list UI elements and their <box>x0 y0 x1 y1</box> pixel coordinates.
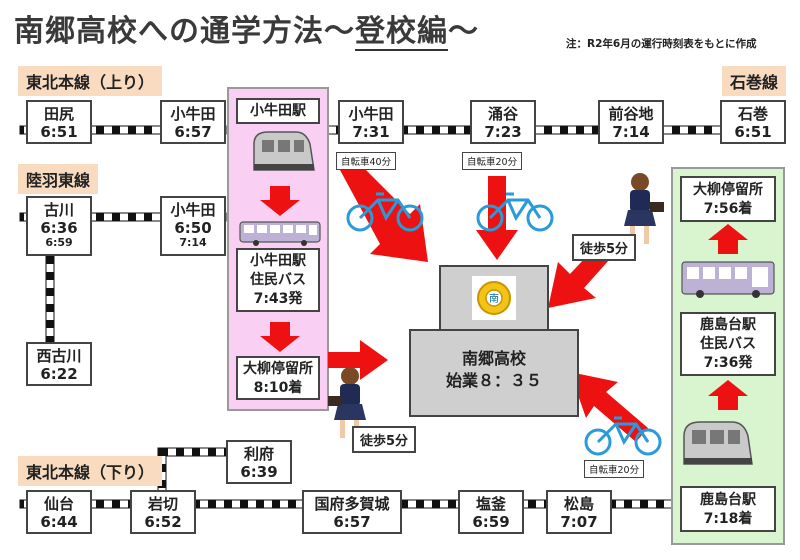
station-time: 6:57 <box>333 513 371 531</box>
station-name: 利府 <box>243 445 274 463</box>
left-panel-station: 小牛田駅 <box>236 98 320 124</box>
station-sendai: 仙台 6:44 <box>26 490 92 534</box>
tag-walk-5-top: 徒歩5分 <box>572 234 637 261</box>
bus-departure-time: 7:36発 <box>703 355 753 371</box>
station-time: 6:22 <box>40 365 78 383</box>
station-time: 7:14 <box>612 123 650 141</box>
title-underlined: 登校編 <box>355 14 448 51</box>
bus-icon <box>681 261 775 298</box>
right-panel-bus: 鹿島台駅 住民バス 7:36発 <box>680 312 776 376</box>
station-name: 西古川 <box>36 347 82 365</box>
station-name: 仙台 <box>43 495 74 513</box>
station-time: 6:51 <box>40 123 78 141</box>
station-time: 7:23 <box>484 123 522 141</box>
station-name: 古川 <box>43 201 74 219</box>
bus-arrival-time: 7:56着 <box>703 201 753 217</box>
left-panel-stop: 大柳停留所 8:10着 <box>236 356 320 400</box>
svg-text:南: 南 <box>489 292 499 305</box>
bus-stop-name: 大柳停留所 <box>243 361 313 377</box>
station-kogota-top: 小牛田 7:31 <box>338 100 404 144</box>
station-time-alt: 6:59 <box>45 236 73 249</box>
title-tail: ～ <box>448 14 479 49</box>
station-kokufu-tagajo: 国府多賀城 6:57 <box>302 490 402 534</box>
left-panel-bus: 小牛田駅 住民バス 7:43発 <box>236 248 320 312</box>
bicycle-icon <box>346 192 424 232</box>
bus-name: 住民バス <box>250 272 306 288</box>
bus-arrival-time: 8:10着 <box>253 380 303 396</box>
station-kogota-up: 小牛田 6:57 <box>160 100 226 144</box>
bus-stop-name: 鹿島台駅 <box>700 317 756 333</box>
station-name: 田尻 <box>43 105 74 123</box>
station-name: 塩釜 <box>475 495 506 513</box>
line-label-tohoku-up: 東北本線（上り） <box>18 66 163 96</box>
train-icon <box>253 131 315 171</box>
station-rifu: 利府 6:39 <box>226 440 292 484</box>
station-shiogama: 塩釜 6:59 <box>458 490 524 534</box>
bus-stop-name: 大柳停留所 <box>693 182 763 198</box>
station-time: 7:07 <box>560 513 598 531</box>
station-name: 小牛田 <box>170 105 216 123</box>
bus-icon <box>239 221 321 246</box>
station-nishifurukawa: 西古川 6:22 <box>26 342 92 386</box>
station-name: 小牛田 <box>348 105 394 123</box>
station-matsushima: 松島 7:07 <box>546 490 612 534</box>
tag-bike-40: 自転車40分 <box>336 152 397 170</box>
station-name: 国府多賀城 <box>314 495 390 513</box>
station-wakuya: 涌谷 7:23 <box>470 100 536 144</box>
station-iwakiri: 岩切 6:52 <box>130 490 196 534</box>
station-time: 6:52 <box>144 513 182 531</box>
school-name: 南郷高校 <box>461 349 526 368</box>
school-building <box>409 329 579 417</box>
station-maeyachi: 前谷地 7:14 <box>598 100 664 144</box>
station-time: 6:50 <box>174 219 212 237</box>
station-tajiri: 田尻 6:51 <box>26 100 92 144</box>
station-name: 小牛田 <box>170 201 216 219</box>
bus-name: 住民バス <box>700 336 756 352</box>
school-emblem: 南 <box>472 276 516 320</box>
source-note: 注：R2年6月の運行時刻表をもとに作成 <box>566 38 757 50</box>
bus-stop-name: 小牛田駅 <box>250 253 306 269</box>
station-time: 6:44 <box>40 513 78 531</box>
tag-bike-20-bottom: 自転車20分 <box>584 460 645 478</box>
line-label-ishinomaki: 石巻線 <box>722 66 787 96</box>
bus-departure-time: 7:43発 <box>253 291 303 307</box>
station-time: 6:39 <box>240 463 278 481</box>
line-label-tohoku-down: 東北本線（下り） <box>18 456 163 486</box>
station-name: 涌谷 <box>487 105 518 123</box>
tag-walk-5-bottom: 徒歩5分 <box>352 426 417 453</box>
station-time: 6:51 <box>734 123 772 141</box>
title-main: 南郷高校への通学方法～ <box>14 14 355 49</box>
station-name: 松島 <box>563 495 594 513</box>
station-name: 石巻 <box>737 105 768 123</box>
right-panel-station: 鹿島台駅 7:18着 <box>680 486 776 532</box>
bicycle-icon <box>584 416 662 456</box>
station-name: 岩切 <box>147 495 178 513</box>
page-title: 南郷高校への通学方法～登校編～ <box>14 6 479 51</box>
right-panel-stop: 大柳停留所 7:56着 <box>680 176 776 222</box>
station-time-alt: 7:14 <box>179 236 207 249</box>
station-arrival-time: 7:18着 <box>703 511 753 527</box>
station-time: 6:59 <box>472 513 510 531</box>
tag-bike-20-top: 自転車20分 <box>462 152 523 170</box>
train-icon <box>683 421 753 465</box>
station-time: 7:31 <box>352 123 390 141</box>
line-label-rikuu-east: 陸羽東線 <box>18 164 99 194</box>
school-start-time: 始業８：３５ <box>445 371 542 390</box>
station-time: 6:36 <box>40 219 78 237</box>
student-walking-icon <box>624 173 664 244</box>
station-name: 前谷地 <box>608 105 654 123</box>
station-kogota-rikuu: 小牛田 6:50 7:14 <box>160 196 226 256</box>
bicycle-icon <box>476 192 554 232</box>
station-furukawa: 古川 6:36 6:59 <box>26 196 92 256</box>
school-label: 南郷高校 始業８：３５ <box>410 348 578 392</box>
station-time: 6:57 <box>174 123 212 141</box>
station-ishinomaki: 石巻 6:51 <box>720 100 786 144</box>
station-name: 鹿島台駅 <box>700 492 756 508</box>
